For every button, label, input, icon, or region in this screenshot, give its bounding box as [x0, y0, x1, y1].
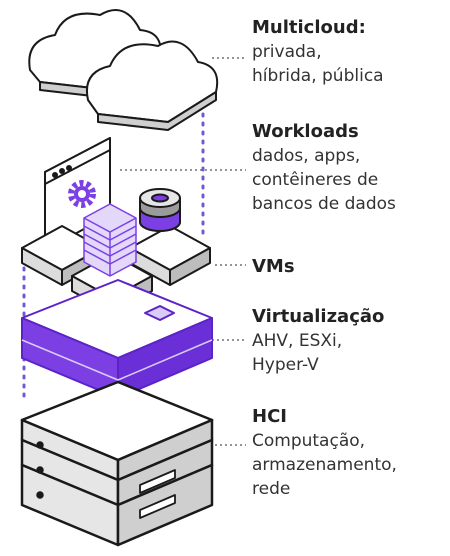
layer-detail: bancos de dados — [252, 194, 396, 214]
layer-detail: Hyper-V — [252, 355, 319, 375]
layer-title: Virtualização — [252, 306, 385, 327]
layer-detail: armazenamento, — [252, 455, 397, 475]
layer-detail: híbrida, pública — [252, 66, 384, 86]
vm-box — [129, 225, 211, 286]
gear-icon — [68, 180, 96, 208]
cloud-icon — [86, 40, 219, 131]
layer-detail: dados, apps, — [252, 146, 361, 166]
virtualization-slab — [21, 279, 213, 399]
layer-title: VMs — [252, 256, 295, 277]
layer-label-vms: VMs — [252, 255, 295, 279]
layer-label-workloads: Workloads dados, apps, contêineres de ba… — [252, 120, 396, 216]
layer-label-multicloud: Multicloud: privada, híbrida, pública — [252, 16, 384, 88]
layer-title: HCI — [252, 406, 287, 427]
layer-detail: rede — [252, 479, 291, 499]
layer-label-hci: HCI Computação, armazenamento, rede — [252, 405, 397, 501]
database-stack-icon — [83, 203, 137, 277]
server-icon — [20, 380, 214, 547]
layer-label-virtualization: Virtualização AHV, ESXi, Hyper-V — [252, 305, 384, 377]
layer-detail: AHV, ESXi, — [252, 331, 343, 351]
layer-title: Multicloud: — [252, 17, 366, 38]
leader-lines — [120, 57, 246, 446]
layer-title: Workloads — [252, 121, 359, 142]
layer-detail: privada, — [252, 42, 322, 62]
layer-detail: contêineres de — [252, 170, 379, 190]
database-disk-icon — [139, 188, 181, 232]
layer-detail: Computação, — [252, 431, 366, 451]
